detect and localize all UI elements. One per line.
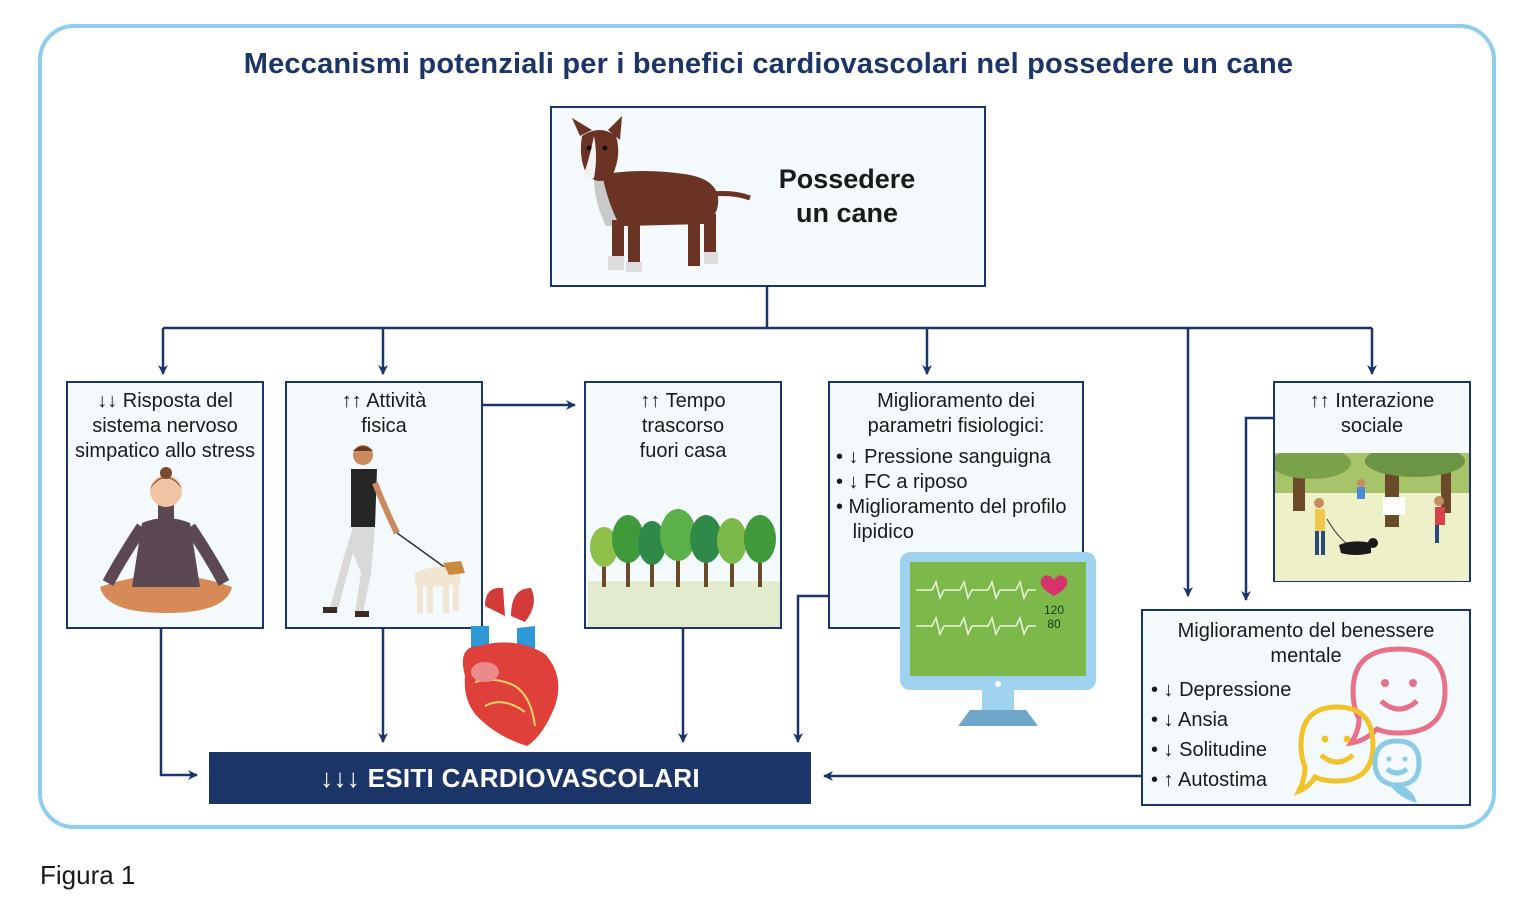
outcome-banner: ↓↓↓ ESITI CARDIOVASCOLARI xyxy=(209,752,811,804)
mentale-item: • ↓ Solitudine xyxy=(1151,739,1267,761)
root-label-line1: Possedere xyxy=(778,164,916,194)
stress-box: ↓↓ Risposta del sistema nervoso simpatic… xyxy=(66,381,264,629)
figure-caption: Figura 1 xyxy=(40,860,136,890)
stress-label-line1: ↓↓ Risposta del xyxy=(97,390,233,412)
fisiologici-label-line1: Miglioramento dei xyxy=(877,390,1035,412)
mentale-item: • ↓ Depressione xyxy=(1151,679,1292,701)
tempo-label-line3: fuori casa xyxy=(639,440,727,462)
meditation-illustration xyxy=(100,467,232,613)
diagram-title: Meccanismi potenziali per i benefici car… xyxy=(243,48,1294,80)
outer-frame xyxy=(38,24,1496,829)
attivita-label-line2: fisica xyxy=(361,415,407,437)
arrow-fisiologici-to-esiti xyxy=(793,594,829,743)
tempo-label-line2: trascorso xyxy=(641,415,725,437)
attivita-label-line1: ↑↑ Attività xyxy=(341,390,427,412)
arrow-sociale-to-mentale xyxy=(1241,416,1274,601)
arrow-stress-to-esiti xyxy=(159,628,198,780)
stress-label-line3: simpatico allo stress xyxy=(74,440,256,462)
dog-walker-illustration xyxy=(323,445,465,617)
stress-label-line2: sistema nervoso xyxy=(92,415,238,437)
heart-icon xyxy=(1040,575,1068,596)
tempo-box: ↑↑ Tempo trascorso fuori casa xyxy=(584,381,782,629)
sociale-box: ↑↑ Interazione sociale xyxy=(1273,381,1471,582)
heart-illustration xyxy=(462,587,559,746)
fisiologici-label-line2: parametri fisiologici: xyxy=(867,415,1045,437)
dog-illustration xyxy=(572,116,751,272)
mentale-label-line2: mentale xyxy=(1270,645,1342,667)
monitor-value2: 80 xyxy=(1047,617,1061,631)
mentale-box: Miglioramento del benessere mentale • ↓ … xyxy=(1141,609,1471,806)
smiley-bubbles-illustration xyxy=(1293,646,1448,803)
root-label-line2: un cane xyxy=(795,198,899,228)
sociale-label-line1: ↑↑ Interazione xyxy=(1309,390,1435,412)
park-illustration xyxy=(588,509,780,627)
social-park-illustration xyxy=(1275,453,1469,581)
monitor-value1: 120 xyxy=(1044,603,1064,617)
sociale-label-line2: sociale xyxy=(1340,415,1404,437)
tempo-label-line1: ↑↑ Tempo xyxy=(640,390,726,412)
attivita-box: ↑↑ Attività fisica xyxy=(285,381,483,629)
mentale-label-line1: Miglioramento del benessere xyxy=(1177,620,1435,642)
mentale-item: • ↑ Autostima xyxy=(1151,769,1267,791)
fisiologici-item: lipidico xyxy=(836,521,914,543)
mentale-item: • ↓ Ansia xyxy=(1151,709,1229,731)
monitor-illustration: 120 80 xyxy=(900,552,1096,726)
fisiologici-item: • Miglioramento del profilo xyxy=(836,496,1067,518)
fisiologici-item: • ↓ FC a riposo xyxy=(836,471,968,493)
fisiologici-item: • ↓ Pressione sanguigna xyxy=(836,446,1051,468)
root-box: Possedere un cane xyxy=(550,106,986,287)
